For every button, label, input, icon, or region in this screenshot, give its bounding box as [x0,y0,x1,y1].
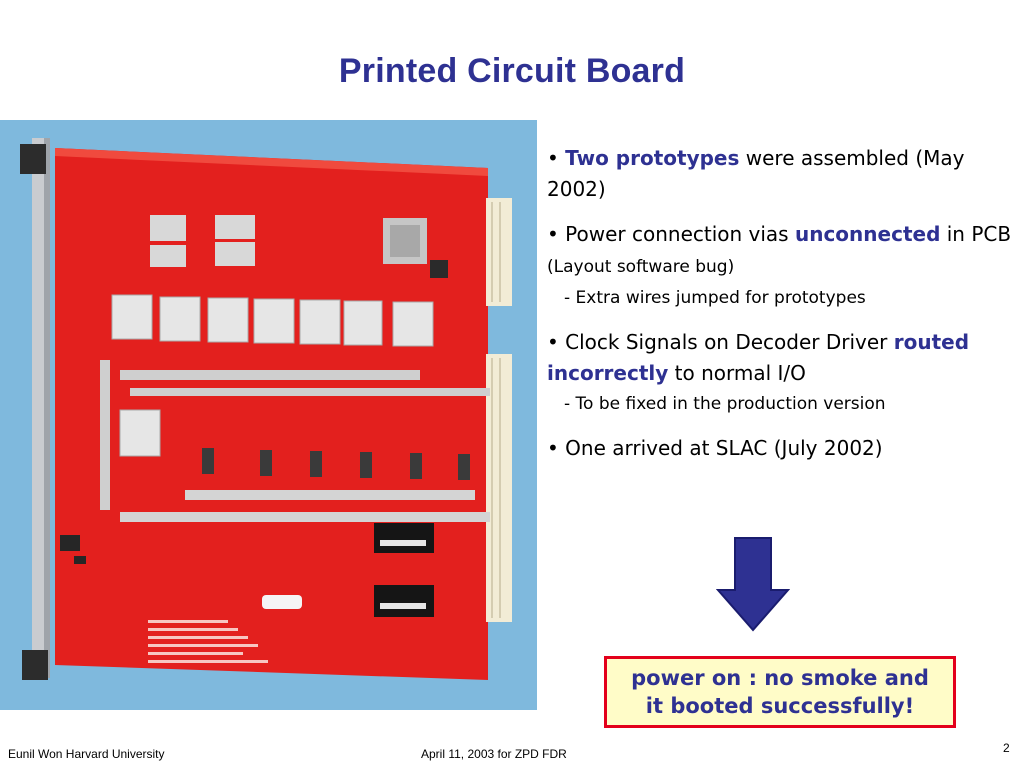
page-number: 2 [1003,741,1010,755]
sub-bullet: - To be fixed in the production version [564,394,886,414]
bullet-note: (Layout software bug) [547,257,735,277]
down-arrow-icon [716,537,790,632]
bullet-highlight: unconnected [794,222,941,246]
bullet-slac: • One arrived at SLAC (July 2002) [547,436,883,460]
sub-bullet: - Extra wires jumped for prototypes [564,288,866,308]
bullet-highlight: routed incorrectly [547,330,970,385]
bullet-clock-signals: • Clock Signals on Decoder Driver routed… [547,327,1017,419]
bullet-highlight: Two prototypes [565,146,740,170]
callout-line-1: power on : no smoke and [631,666,929,690]
bullet-prototypes: • Two prototypes were assembled (May 200… [547,146,965,201]
bullet-power-vias: • Power connection vias unconnected in P… [547,219,1017,313]
slide-title: Printed Circuit Board [338,52,686,90]
bullet-list: • Two prototypes were assembled (May 200… [547,143,1017,478]
callout-line-2: it booted successfully! [645,694,915,718]
footer-date: April 11, 2003 for ZPD FDR [421,747,567,761]
footer-author: Eunil Won Harvard University [8,747,165,761]
result-callout: power on : no smoke and it booted succes… [604,656,956,728]
circuit-board-photo [0,120,537,710]
